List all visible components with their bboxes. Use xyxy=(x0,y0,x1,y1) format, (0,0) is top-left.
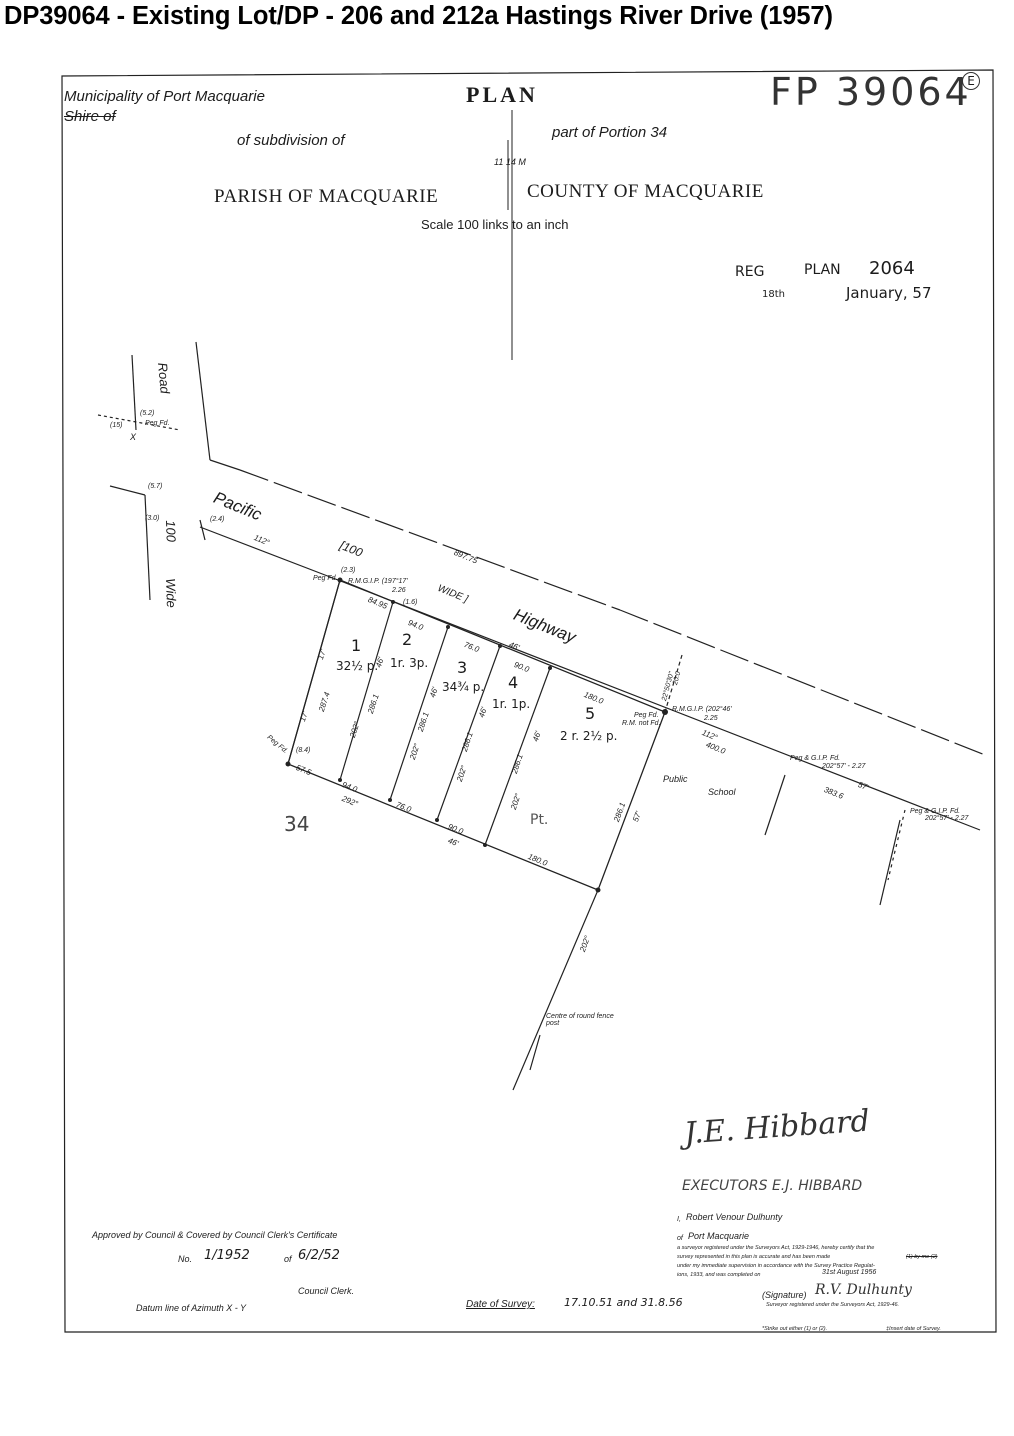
reg-label: REG xyxy=(735,264,765,280)
cert-line-3: under my immediate supervision in accord… xyxy=(677,1263,875,1269)
council-clerk-label: Council Clerk. xyxy=(298,1286,355,1296)
peg-gip-2-value: 202°57' - 2.27 xyxy=(925,815,969,822)
cert-line-4: ions, 1933, and was completed on xyxy=(677,1272,761,1278)
lot-5-number: 5 xyxy=(585,704,596,723)
x-mark: X xyxy=(130,432,137,442)
school-label: School xyxy=(708,787,736,797)
lot-2-number: 2 xyxy=(402,630,413,649)
peg-gip-2: Peg & G.I.P. Fd. xyxy=(910,808,961,815)
wide-label: Wide xyxy=(163,578,180,609)
cert-signature: R.V. Dulhunty xyxy=(815,1282,912,1298)
cert-line-1: a surveyor registered under the Surveyor… xyxy=(677,1245,875,1251)
fp-suffix-badge: E xyxy=(962,72,980,90)
mark-5-2: (5.2) xyxy=(140,410,155,417)
datum-label: Datum line of Azimuth X - Y xyxy=(136,1303,247,1313)
approval-no-value: 1/1952 xyxy=(204,1248,250,1263)
lot-4-area: 1r. 1p. xyxy=(492,697,531,711)
plan-label: PLAN xyxy=(804,262,841,278)
lot-3-number: 3 xyxy=(457,658,468,677)
hundred-label: 100 xyxy=(163,520,179,543)
portion-34-label: 34 xyxy=(284,812,310,836)
peg-fd-mid: Peg Fd. xyxy=(634,712,659,719)
cert-line-2: survey represented in this plan is accur… xyxy=(677,1254,831,1260)
rmgip-2: R.M.G.I.P. (202°46' xyxy=(672,706,732,713)
mark-15: (15) xyxy=(110,422,123,429)
peg-gip-1-value: 202°57' - 2.27 xyxy=(822,763,866,770)
peg-fd-corner: Peg Fd. xyxy=(313,575,338,582)
cert-foot-insert: ‡Insert date of Survey. xyxy=(886,1326,941,1332)
mark-3-0: (3.0) xyxy=(145,515,160,522)
cert-town: Port Macquarie xyxy=(688,1231,750,1241)
part-of-portion-label: part of Portion 34 xyxy=(552,124,668,141)
road-label: Road xyxy=(155,362,173,395)
mark-1-6: (1.6) xyxy=(403,599,418,606)
cert-i-label: I, xyxy=(677,1216,681,1223)
peg-gip-1: Peg & G.I.P. Fd. xyxy=(790,755,841,762)
approval-of-label: of xyxy=(284,1254,292,1264)
lot-4-number: 4 xyxy=(508,673,519,692)
fence-post-note: Centre of round fence post xyxy=(546,1013,614,1027)
municipality-label: Municipality of Port Macquarie xyxy=(64,88,265,105)
rmgip-1-value: 2.26 xyxy=(392,587,406,594)
lot-2-area: 1r. 3p. xyxy=(390,656,429,670)
executors-label: EXECUTORS E.J. HIBBARD xyxy=(682,1178,863,1194)
date-of-survey-value: 17.10.51 and 31.8.56 xyxy=(564,1296,683,1309)
mark-8-4: (8.4) xyxy=(296,747,311,754)
mark-1114: 11 14 M xyxy=(494,157,526,167)
cert-line-2-struck: (1) by me (2) xyxy=(906,1254,938,1260)
rmgip-1: R.M.G.I.P. (197°17' xyxy=(348,578,408,585)
cert-signature-label: (Signature) xyxy=(762,1290,807,1300)
mark-5-7: (5.7) xyxy=(148,483,163,490)
fp-number: FP 39064 xyxy=(770,70,972,114)
approved-label: Approved by Council & Covered by Council… xyxy=(92,1230,338,1240)
parish-label: PARISH OF MACQUARIE xyxy=(214,186,439,207)
county-label: COUNTY OF MACQUARIE xyxy=(527,181,764,202)
cert-surveyor-name: Robert Venour Dulhunty xyxy=(686,1212,783,1222)
pt-label: Pt. xyxy=(530,812,549,828)
sheet-border xyxy=(61,69,997,1333)
cert-foot-strike: *Strike out either (1) or (2). xyxy=(762,1326,828,1332)
mark-2-4: (2.4) xyxy=(210,516,225,523)
reg-date-day: 18th xyxy=(762,289,785,300)
plan-number: 2064 xyxy=(869,258,915,279)
of-subdivision-label: of subdivision of xyxy=(237,132,345,149)
public-label: Public xyxy=(663,774,688,784)
lot-1-area: 32½ p. xyxy=(336,659,379,673)
rm-not-fd: R.M. not Fd. xyxy=(622,720,661,727)
approval-of-value: 6/2/52 xyxy=(298,1248,340,1263)
lot-3-area: 34¾ p. xyxy=(442,680,485,694)
mark-2-3: (2.3) xyxy=(341,567,356,574)
cert-of-label: of xyxy=(677,1235,683,1242)
rmgip-2-value: 2.25 xyxy=(704,715,718,722)
plan-title: PLAN xyxy=(466,82,538,107)
scale-label: Scale 100 links to an inch xyxy=(421,217,569,232)
page-heading: DP39064 - Existing Lot/DP - 206 and 212a… xyxy=(4,2,833,30)
lot-1-number: 1 xyxy=(351,636,362,655)
peg-fd-top: Peg Fd. xyxy=(145,420,170,427)
reg-date-rest: January, 57 xyxy=(846,284,932,302)
shire-struck-label: Shire of xyxy=(64,108,116,125)
approval-no-label: No. xyxy=(178,1254,193,1264)
cert-registered: Surveyor registered under the Surveyors … xyxy=(766,1302,900,1308)
lot-5-area: 2 r. 2½ p. xyxy=(560,729,618,743)
date-of-survey-label: Date of Survey: xyxy=(466,1299,535,1310)
cert-completed-on: 31st August 1956 xyxy=(822,1269,877,1276)
